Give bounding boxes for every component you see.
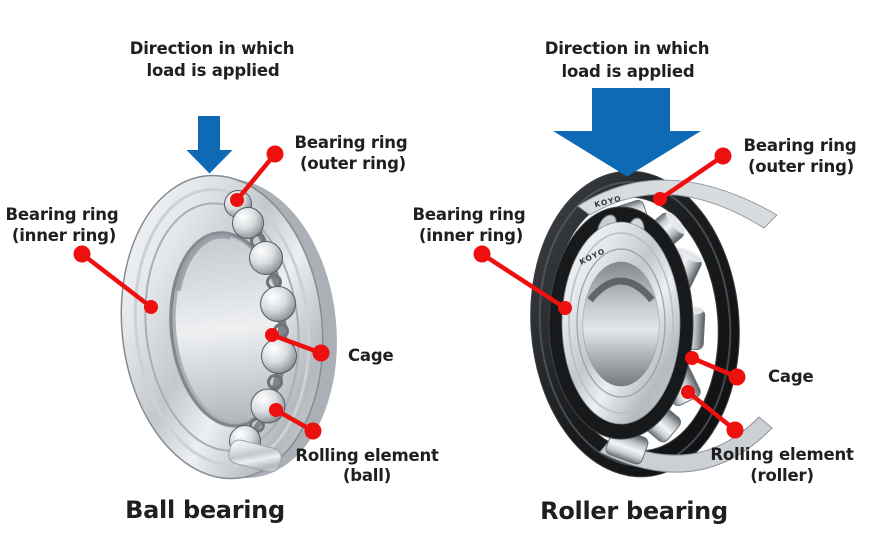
connector-line [479, 251, 568, 311]
figure-title-roller-bearing: Roller bearing [540, 497, 728, 525]
outer-ring-label-line1: Bearing ring [295, 133, 408, 152]
outer-ring-label-line2: (outer ring) [300, 154, 406, 173]
connector-dot [558, 301, 572, 315]
bore [175, 236, 283, 422]
connector-line [269, 332, 324, 356]
connector-cage-left [265, 328, 330, 362]
cage-label: Cage [348, 346, 393, 365]
inner-rim-highlight [548, 206, 694, 440]
figure-title-ball-bearing: Ball bearing [125, 496, 285, 524]
direction-label-line1: Direction in which [130, 39, 295, 58]
load-direction-arrow-icon [553, 88, 701, 177]
connector-dot [728, 368, 746, 386]
connector-dot [685, 351, 699, 365]
connector-dot [681, 385, 695, 399]
connector-dot [653, 192, 667, 206]
connector-cage-right [685, 351, 746, 386]
connector-rolling-element-right [681, 385, 744, 439]
outer-ring-label-line2: (outer ring) [748, 157, 854, 176]
connector-dot [726, 421, 744, 439]
cage-label: Cage [768, 367, 813, 386]
direction-label-line2: load is applied [562, 62, 695, 81]
connector-inner-ring-right [473, 245, 572, 315]
roller-bearing-figure: KOYO KOYO [413, 39, 857, 525]
rolling-element-label-line2: (roller) [750, 466, 814, 485]
connector-dot [144, 300, 158, 314]
connector-dot [266, 145, 284, 163]
connector-dot [714, 147, 732, 165]
connector-dot [312, 344, 330, 362]
bore-shadow [587, 277, 655, 303]
connector-dot [304, 422, 322, 440]
outer-ring-flange-top [577, 179, 778, 229]
inner-ring-label-line2: (inner ring) [419, 226, 523, 245]
connector-line [657, 153, 726, 202]
connector-dot [265, 328, 279, 342]
rolling-element-label-line1: Rolling element [295, 446, 439, 465]
inner-ring-groove [576, 248, 666, 398]
shield-tab [228, 439, 282, 473]
inner-ring-label-line2: (inner ring) [12, 226, 116, 245]
ball [232, 207, 264, 239]
rolling-element-label-line1: Rolling element [710, 445, 854, 464]
connector-dot [73, 245, 91, 263]
connector-dot [230, 193, 244, 207]
connector-line [685, 389, 738, 433]
ball [249, 241, 283, 275]
inner-ring-groove [568, 232, 674, 414]
outer-ring-dark [530, 170, 740, 478]
connector-dot [473, 245, 491, 263]
connector-line [234, 151, 278, 203]
connector-outer-ring-left [230, 145, 284, 207]
rolling-element-label-line2: (ball) [343, 466, 391, 485]
load-direction-arrow-icon [186, 116, 233, 174]
connector-rolling-element-left [269, 403, 322, 440]
roller-bearing-illustration: KOYO KOYO [530, 170, 778, 478]
connector-dot [269, 403, 283, 417]
ball [260, 286, 296, 322]
direction-label-line2: load is applied [147, 61, 280, 80]
direction-label-line1: Direction in which [545, 39, 710, 58]
bore [583, 262, 659, 386]
bore-shadow [174, 232, 232, 291]
ball-bearing-figure: Direction in which load is applied Beari… [6, 39, 440, 524]
connector-line [79, 251, 154, 310]
ball-bearing-illustration [120, 174, 337, 480]
outer-ring-label-line1: Bearing ring [744, 136, 857, 155]
inner-ring-label-line1: Bearing ring [413, 205, 526, 224]
connector-outer-ring-right [653, 147, 732, 206]
inner-ring-label-line1: Bearing ring [6, 205, 119, 224]
connector-inner-ring-left [73, 245, 158, 314]
